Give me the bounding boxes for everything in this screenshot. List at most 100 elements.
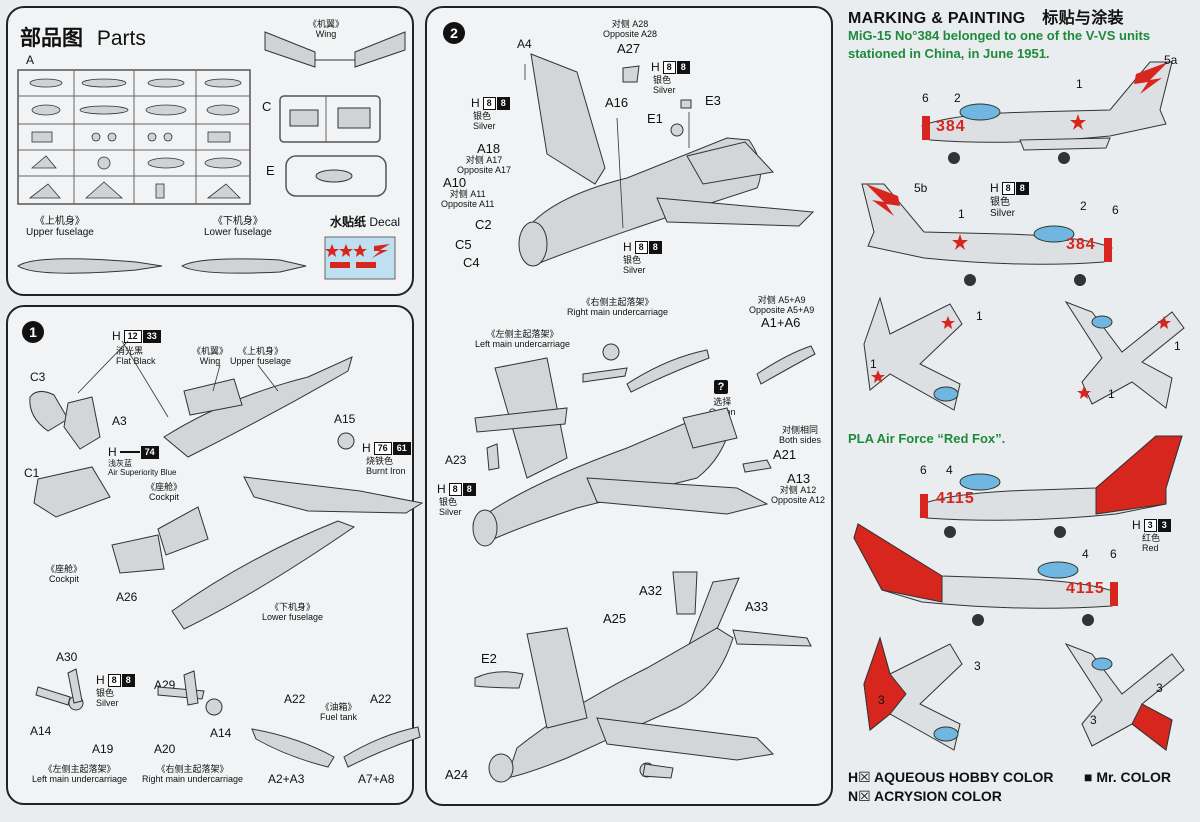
- fuel-tank-caption: 《油箱》 Fuel tank: [320, 702, 358, 722]
- part-a24: A24: [445, 767, 469, 782]
- scheme2-number-left: 4115: [936, 490, 975, 507]
- lower-fuselage-en: Lower fuselage: [204, 227, 272, 238]
- callout-6d: 6: [1110, 547, 1117, 561]
- paint-silver-step1: H 8 8: [96, 673, 135, 687]
- paint-silver-a18-caption: 银色 Silver: [473, 111, 496, 131]
- paint-silver-mid-caption: 银色 Silver: [439, 497, 462, 517]
- paint-asb: H 74: [108, 445, 159, 459]
- part-a7-a8: A7+A8: [358, 772, 395, 786]
- step2-middle-drawing: [472, 343, 816, 547]
- scheme1-planform-left: [863, 296, 963, 411]
- part-a4: A4: [517, 37, 532, 51]
- legend-acrysion-text: ACRYSION COLOR: [874, 788, 1002, 804]
- part-e1: E1: [647, 111, 663, 126]
- paint-burnt-iron: H 76 61: [362, 441, 411, 455]
- parts-title-cn: 部品图: [20, 27, 83, 50]
- callout-1d: 1: [870, 357, 877, 371]
- step2-badge: 2: [443, 22, 465, 44]
- legend-mr-icon: ■: [1084, 769, 1093, 785]
- scheme1-planform-right: [1064, 300, 1185, 409]
- callout-1f: 1: [1108, 387, 1115, 401]
- scheme2-planform-right: [1064, 642, 1185, 751]
- scheme2-number-right: 4115: [1066, 580, 1105, 597]
- a27-note: 对侧 A28 Opposite A28: [603, 19, 658, 39]
- paint-silver-step1-caption: 银色 Silver: [96, 688, 119, 708]
- parts-title-en: Parts: [96, 27, 146, 50]
- step1-right-uc-caption: 《右侧主起落架》 Right main undercarriage: [142, 764, 244, 784]
- part-c4: C4: [463, 255, 480, 270]
- part-e2: E2: [481, 651, 497, 666]
- paint-flat-black-caption: 消光黑 Flat Black: [116, 346, 156, 366]
- upper-fuselage-caption: 《上机身》 Upper fuselage: [26, 216, 94, 238]
- part-a13: A13: [787, 471, 811, 486]
- legend-mr-color: ■ Mr. COLOR: [1084, 769, 1171, 785]
- callout-3d: 3: [1090, 713, 1097, 727]
- wing-sprue: [264, 31, 406, 68]
- sprue-wing-caption: 《机翼》 Wing: [308, 19, 345, 40]
- scheme1-number-left: 384: [936, 118, 966, 135]
- marking-title-cn: 标贴与涂装: [1042, 10, 1124, 27]
- step1-wing-caption: 《机翼》 Wing: [192, 346, 229, 366]
- scheme2-title: PLA Air Force “Red Fox”.: [848, 431, 1006, 446]
- lower-fuselage-caption: 《下机身》 Lower fuselage: [204, 216, 272, 238]
- scheme2-planform-left: [863, 636, 963, 751]
- callout-1b: 1: [958, 207, 965, 221]
- callout-1e: 1: [1174, 339, 1181, 353]
- part-a14-right: A14: [210, 726, 232, 740]
- decal-en: Decal: [369, 215, 401, 229]
- part-c3: C3: [30, 370, 46, 384]
- part-c5: C5: [455, 237, 472, 252]
- step2-top-drawing: [518, 53, 815, 267]
- step2-right-uc-caption: 《右侧主起落架》 Right main undercarriage: [567, 297, 669, 317]
- callout-3a: 3: [974, 659, 981, 673]
- legend-mr-text: Mr. COLOR: [1096, 769, 1172, 785]
- scheme2-side-right: [853, 523, 1118, 626]
- step1-cockpit-caption2: 《座舱》 Cockpit: [146, 482, 183, 502]
- parts-title: 部品图 Parts: [20, 22, 146, 52]
- part-c2: C2: [475, 217, 492, 232]
- a10-note: 对侧 A11 Opposite A11: [441, 189, 495, 209]
- callout-3c: 3: [1156, 681, 1163, 695]
- decal-cn: 水贴纸: [330, 215, 367, 229]
- legend-n-prefix: N☒: [848, 788, 871, 804]
- sprue-a-label: A: [26, 53, 35, 67]
- part-a23: A23: [445, 453, 467, 467]
- callout-6c: 6: [920, 463, 927, 477]
- legend-acrysion: N☒ ACRYSION COLOR: [848, 788, 1002, 805]
- paint-burnt-iron-caption: 烧铁色 Burnt Iron: [366, 456, 406, 476]
- callout-4b: 4: [1082, 547, 1089, 561]
- part-a15: A15: [334, 412, 356, 426]
- upper-fuselage-cn: 《上机身》: [34, 216, 85, 227]
- step1-upper-caption: 《上机身》 Upper fuselage: [230, 346, 292, 366]
- step1-assembly-drawing: [29, 340, 424, 630]
- part-a30: A30: [56, 650, 78, 664]
- part-a27: A27: [617, 41, 641, 56]
- both-sides-caption: 对侧相同 Both sides: [779, 425, 822, 445]
- a13-note: 对侧 A12 Opposite A12: [771, 485, 826, 505]
- parts-panel: 部品图 Parts A 《机翼》 Wing C E: [6, 6, 414, 296]
- paint-silver-a27-caption: 银色 Silver: [653, 75, 676, 95]
- a1-note: 对侧 A5+A9 Opposite A5+A9: [749, 295, 815, 315]
- callout-1a: 1: [1076, 77, 1083, 91]
- callout-2a: 2: [954, 91, 961, 105]
- scheme1-description: MiG-15 No°384 belonged to one of the V-V…: [848, 28, 1151, 61]
- part-a22-left: A22: [284, 692, 306, 706]
- upper-fuselage-en: Upper fuselage: [26, 227, 94, 238]
- legend-aqueous-text: AQUEOUS HOBBY COLOR: [874, 769, 1054, 785]
- paint-flat-black: H 12 33: [112, 329, 161, 343]
- sprue-wing-cn: 《机翼》: [308, 19, 345, 29]
- a18-note: 对侧 A17 Opposite A17: [457, 155, 512, 175]
- callout-1c: 1: [976, 309, 983, 323]
- part-a18: A18: [477, 141, 501, 156]
- part-e3: E3: [705, 93, 721, 108]
- callout-6a: 6: [922, 91, 929, 105]
- callout-5a: 5a: [1164, 53, 1178, 67]
- option-icon: ?: [714, 380, 728, 394]
- decal-caption: 水贴纸 Decal: [330, 216, 400, 229]
- part-a10: A10: [443, 175, 467, 190]
- paint-asb-caption: 浅灰蓝 Air Superiority Blue: [108, 459, 177, 477]
